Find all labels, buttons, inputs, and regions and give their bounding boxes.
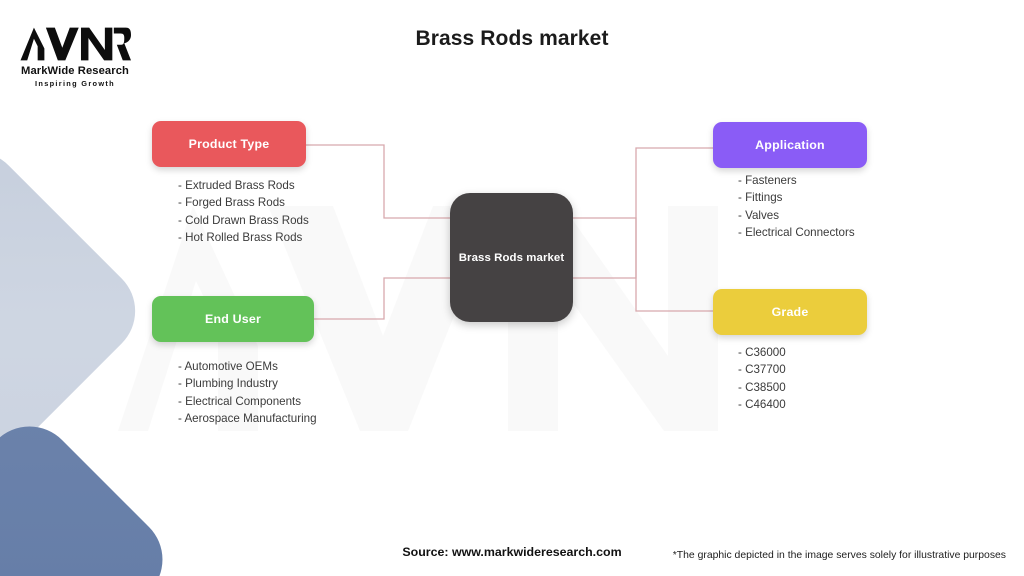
branch-items-product-type: - Extruded Brass Rods - Forged Brass Rod… xyxy=(178,177,309,247)
list-item: - Plumbing Industry xyxy=(178,377,278,391)
brand-logo: MarkWide Research Inspiring Growth xyxy=(19,24,137,88)
branch-label-end-user: End User xyxy=(205,312,261,326)
list-item: - Electrical Components xyxy=(178,394,302,408)
branch-items-application: - Fasteners - Fittings - Valves - Electr… xyxy=(738,172,855,242)
center-node: Brass Rods market xyxy=(450,193,573,322)
connector-grade xyxy=(571,217,713,312)
list-item: - Automotive OEMs xyxy=(178,360,278,373)
list-item: - Fasteners xyxy=(738,174,797,187)
list-item: - Fittings xyxy=(738,191,783,205)
branch-node-grade[interactable]: Grade xyxy=(713,289,867,335)
branch-label-product-type: Product Type xyxy=(188,137,270,151)
branch-node-end-user[interactable]: End User xyxy=(152,296,314,342)
list-item: - Hot Rolled Brass Rods xyxy=(178,231,303,245)
logo-brand-name: MarkWide Research xyxy=(21,65,129,77)
branch-items-end-user: - Automotive OEMs - Plumbing Industry - … xyxy=(178,358,317,428)
list-item: - C38500 xyxy=(738,380,786,394)
mwr-logo-icon xyxy=(20,27,131,61)
branch-items-grade: - C36000 - C37700 - C38500 - C46400 xyxy=(738,344,786,414)
list-item: - Extruded Brass Rods xyxy=(178,179,295,192)
list-item: - Forged Brass Rods xyxy=(178,196,285,210)
page-title: Brass Rods market xyxy=(415,27,609,50)
branch-label-grade: Grade xyxy=(771,305,809,319)
list-item: - Cold Drawn Brass Rods xyxy=(178,213,309,227)
branch-label-application: Application xyxy=(755,138,825,152)
decorative-square-light xyxy=(0,132,155,490)
list-item: - C37700 xyxy=(738,363,786,377)
connector-application xyxy=(571,147,713,279)
logo-tagline: Inspiring Growth xyxy=(35,79,115,88)
list-item: - Electrical Connectors xyxy=(738,226,855,240)
list-item: - C46400 xyxy=(738,398,786,412)
list-item: - Aerospace Manufacturing xyxy=(178,412,317,426)
list-item: - Valves xyxy=(738,208,780,222)
list-item: - C36000 xyxy=(738,346,786,359)
branch-node-application[interactable]: Application xyxy=(713,122,867,168)
source-text: Source: www.markwideresearch.com xyxy=(402,545,622,559)
center-node-label: Brass Rods market xyxy=(458,251,565,264)
branch-node-product-type[interactable]: Product Type xyxy=(152,121,306,167)
connector-end-user xyxy=(314,277,452,320)
connector-product-type xyxy=(306,144,452,219)
disclaimer-text: *The graphic depicted in the image serve… xyxy=(672,550,1006,561)
